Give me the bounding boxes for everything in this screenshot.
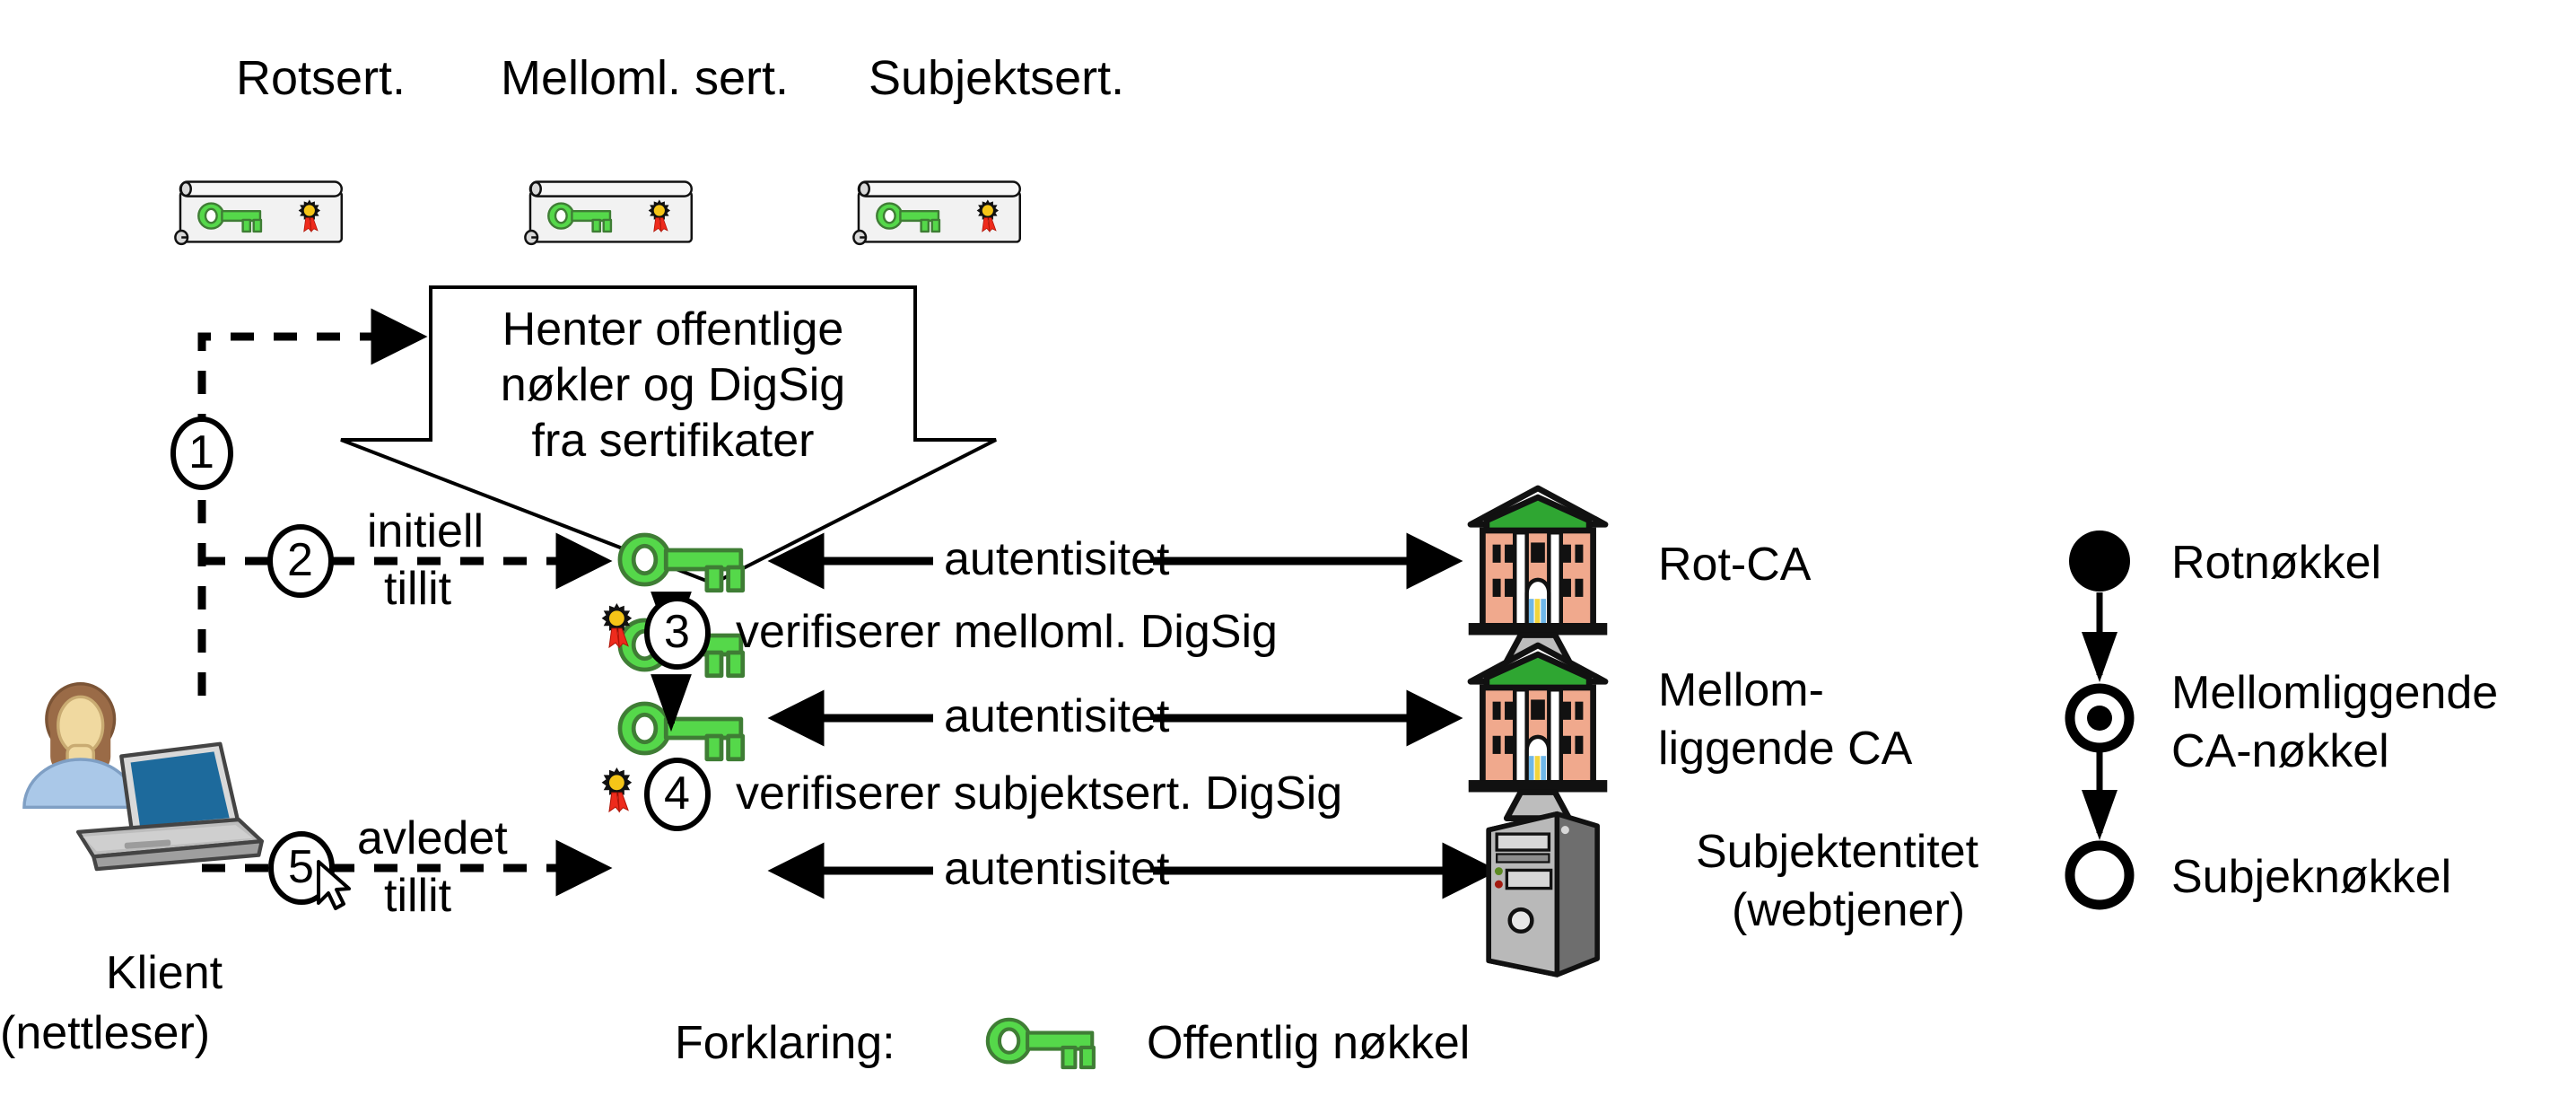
step-number-3: 3 bbox=[664, 606, 690, 658]
legend-subject-key-label: Subjeknøkkel bbox=[2171, 851, 2452, 903]
legend-root-key-symbol bbox=[2069, 530, 2130, 592]
intermediate-ca-building-icon[interactable] bbox=[1469, 645, 1608, 819]
certificate-subjekt[interactable] bbox=[853, 181, 1019, 243]
legend-intermediate-key-label-line-2: CA-nøkkel bbox=[2171, 725, 2389, 777]
certificate-melloml[interactable] bbox=[525, 181, 691, 243]
certificate-title-melloml: Melloml. sert. bbox=[501, 51, 790, 105]
client-user-laptop-icon[interactable] bbox=[24, 684, 262, 869]
certificate-rotsert[interactable] bbox=[175, 181, 341, 243]
step-circle-3[interactable] bbox=[644, 596, 711, 670]
intermediate-ca-label-line-2: liggende CA bbox=[1658, 723, 1913, 775]
subject-entity-label-line-2: (webtjener) bbox=[1732, 884, 1966, 936]
mouse-cursor bbox=[317, 860, 351, 910]
step2-label-line-2: tillit bbox=[384, 563, 452, 615]
step4-label: verifiserer subjektsert. DigSig bbox=[736, 767, 1343, 820]
step-number-1: 1 bbox=[188, 426, 214, 478]
certificate-title-rotsert: Rotsert. bbox=[236, 51, 406, 105]
legend-root-key-label: Rotnøkkel bbox=[2171, 537, 2382, 589]
certificate-title-subjekt: Subjektsert. bbox=[869, 51, 1125, 105]
autentisitet-label-subject: autentisitet bbox=[944, 843, 1170, 895]
client-label-line-2: (nettleser) bbox=[0, 1007, 211, 1059]
step-circle-1[interactable] bbox=[170, 416, 233, 490]
callout-line-1: Henter offentlige bbox=[502, 303, 844, 355]
legend-public-key-label: Offentlig nøkkel bbox=[1147, 1017, 1471, 1069]
callout-line-2: nøkler og DigSig bbox=[500, 359, 846, 411]
step-number-5: 5 bbox=[288, 841, 314, 893]
legend-public-key-icon bbox=[988, 1020, 1094, 1067]
legend-intermediate-key-label-line-1: Mellomliggende bbox=[2171, 667, 2499, 719]
callout-line-3: fra sertifikater bbox=[531, 415, 815, 467]
step2-label-line-1: initiell bbox=[367, 505, 485, 557]
root-ca-label: Rot-CA bbox=[1658, 539, 1812, 591]
subject-server-icon[interactable] bbox=[1489, 814, 1597, 975]
verify-seal-4 bbox=[600, 767, 633, 812]
step-circle-2[interactable] bbox=[267, 524, 334, 598]
step-number-2: 2 bbox=[287, 534, 313, 586]
legend-intermediate-key-symbol-inner bbox=[2087, 706, 2112, 731]
autentisitet-label-intermediate: autentisitet bbox=[944, 690, 1170, 742]
step1-dashed-path bbox=[197, 308, 428, 696]
step-circle-4[interactable] bbox=[644, 758, 711, 831]
root-ca-building-icon[interactable] bbox=[1469, 488, 1608, 662]
client-label-line-1: Klient bbox=[106, 947, 223, 999]
callout-arrow-shape bbox=[340, 285, 997, 586]
legend-subject-key-symbol bbox=[2065, 840, 2135, 910]
subject-entity-label-line-1: Subjektentitet bbox=[1696, 826, 1979, 878]
step5-label-line-2: tillit bbox=[384, 870, 452, 922]
autentisitet-label-root: autentisitet bbox=[944, 533, 1170, 585]
legend-title: Forklaring: bbox=[675, 1017, 895, 1069]
intermediate-ca-label-line-1: Mellom- bbox=[1658, 664, 1824, 716]
subject-public-key-icon[interactable] bbox=[620, 704, 743, 759]
step5-label-line-1: avledet bbox=[357, 812, 508, 864]
step3-label: verifiserer melloml. DigSig bbox=[736, 606, 1278, 658]
step-number-4: 4 bbox=[664, 767, 690, 820]
